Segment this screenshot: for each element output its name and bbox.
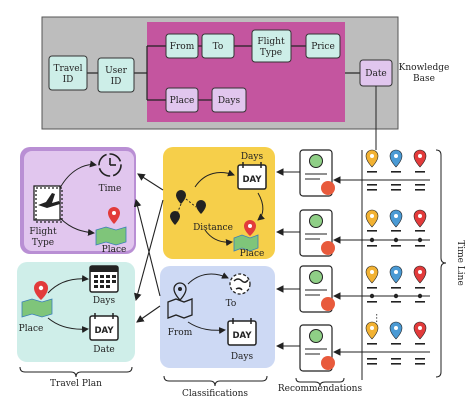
distance-route-icon <box>170 190 206 225</box>
classification-card-1: Days DAY Distance Place <box>163 147 275 259</box>
rec-to-class-arrows <box>275 168 300 350</box>
travel-plan-card-2: Place Days DAY Date <box>17 262 135 362</box>
plan2-place-label: Place <box>19 324 44 334</box>
pin-row-3 <box>365 265 427 284</box>
plan1-place-label: Place <box>102 245 127 255</box>
clock-icon <box>98 153 122 177</box>
kb-node-days: Days <box>211 87 247 113</box>
from-map-pin-icon <box>167 282 193 319</box>
class1-days-label: Days <box>241 152 264 162</box>
kb-caption-line1: Knowledge <box>399 63 450 73</box>
class-to-plan-arrows <box>133 173 164 323</box>
classifications-brace <box>163 375 268 387</box>
kb-date-label: Date <box>365 69 387 79</box>
timeline-markers <box>367 171 425 365</box>
kb-flight-type-line1: Flight <box>257 37 285 47</box>
calendar-grid-icon <box>89 265 119 293</box>
plan1-flight-type-line2: Type <box>32 238 54 248</box>
globe-icon <box>229 273 251 295</box>
kb-node-to: To <box>201 33 235 59</box>
kb-flight-type-line2: Type <box>260 48 282 58</box>
kb-node-place: Place <box>165 87 199 113</box>
recommendation-card-1 <box>299 149 335 197</box>
pin-row-2 <box>365 209 427 228</box>
timeline-caption: Time Line <box>455 240 465 286</box>
recommendation-card-3 <box>299 265 335 313</box>
travel-plan-brace <box>19 366 133 378</box>
kb-node-price: Price <box>305 33 341 59</box>
class2-day-badge: DAY <box>233 331 253 341</box>
plan1-time-label: Time <box>99 184 122 194</box>
recommendation-cards <box>299 149 335 372</box>
map-pin-icon <box>95 207 127 246</box>
class1-place-label: Place <box>240 249 265 259</box>
pin-row-4 <box>365 321 427 340</box>
kb-node-from: From <box>165 33 199 59</box>
kb-node-travel-id: Travel ID <box>48 55 88 91</box>
kb-caption-line2: Base <box>413 74 435 84</box>
kb-travel-id-line2: ID <box>63 75 74 85</box>
class1-place-map-icon <box>233 220 259 252</box>
timeline-brace <box>435 149 447 378</box>
day-calendar-icon: DAY <box>89 313 119 341</box>
classifications-caption: Classifications <box>182 389 248 399</box>
recommendation-card-2 <box>299 209 335 257</box>
class2-to-label: To <box>226 299 237 309</box>
timeline-to-rec-arrows <box>332 176 362 356</box>
class2-days-label: Days <box>231 352 254 362</box>
kb-user-id-line1: User <box>105 66 128 76</box>
kb-price-label: Price <box>311 42 335 52</box>
timeline-pins <box>365 149 427 340</box>
travel-plan-card-1: Flight Type Time Place <box>20 147 136 255</box>
class2-from-label: From <box>168 328 193 338</box>
plan2-date-label: Date <box>93 345 115 355</box>
classification-card-2: From To DAY Days <box>160 266 275 368</box>
recommendation-card-4 <box>299 324 335 372</box>
plan1-flight-type-line1: Flight <box>29 227 57 237</box>
kb-node-flight-type: Flight Type <box>251 29 292 63</box>
class2-day-calendar-icon: DAY <box>227 318 257 346</box>
timeline-ellipsis: ... <box>373 313 384 323</box>
recommendations-brace <box>295 377 345 387</box>
kb-node-user-id: User ID <box>97 57 135 93</box>
kb-place-label: Place <box>170 96 195 106</box>
plan2-day-badge: DAY <box>95 326 115 336</box>
pin-row-1 <box>365 149 427 168</box>
class1-day-calendar-icon: DAY <box>237 162 267 190</box>
kb-travel-id-line1: Travel <box>54 64 83 74</box>
kb-node-date: Date <box>359 59 393 87</box>
kb-days-label: Days <box>218 96 241 106</box>
kb-to-label: To <box>213 42 224 52</box>
kb-user-id-line2: ID <box>111 77 122 87</box>
class1-distance-label: Distance <box>193 223 233 233</box>
flight-ticket-icon <box>33 185 63 223</box>
travel-plan-caption: Travel Plan <box>50 379 102 389</box>
recommendations-caption: Recommendations <box>278 384 363 394</box>
place-map-icon <box>21 281 53 318</box>
plan2-days-label: Days <box>93 296 116 306</box>
knowledge-base-connectors <box>87 45 360 101</box>
kb-from-label: From <box>170 42 195 52</box>
class1-day-badge: DAY <box>243 175 263 185</box>
